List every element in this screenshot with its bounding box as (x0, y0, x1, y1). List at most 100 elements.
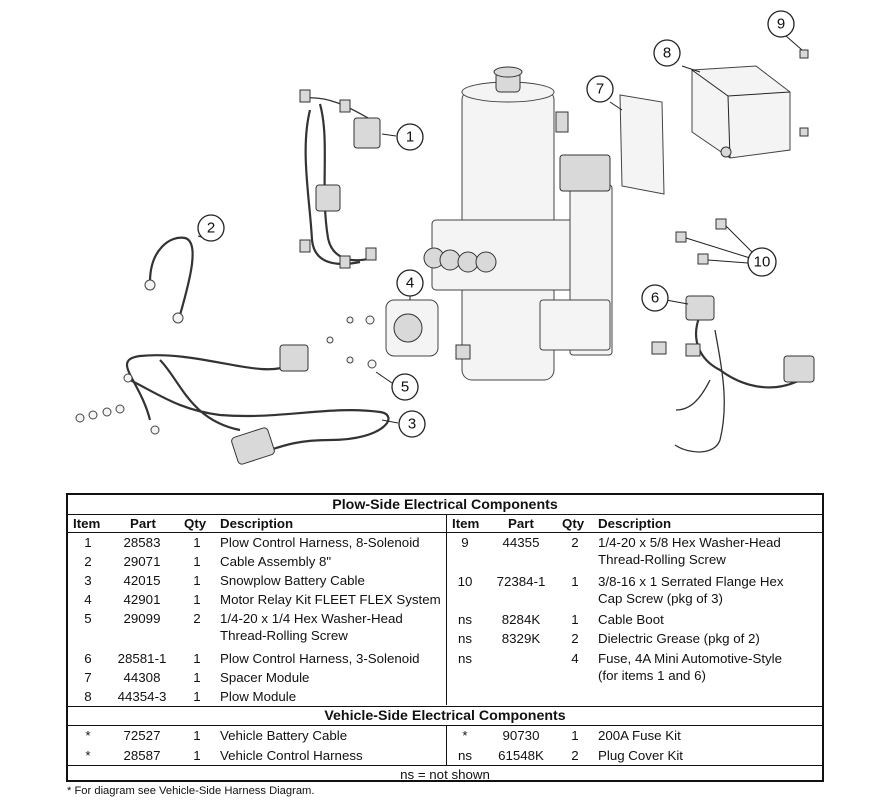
plow-side-title: Plow-Side Electrical Components (332, 497, 558, 513)
table-row-item: ns (457, 612, 473, 627)
table-row-item: 4 (84, 592, 92, 607)
table-row-part: 44355 (502, 535, 540, 550)
table-row-part: 8284K (501, 612, 541, 627)
table-row-part: 28583 (123, 535, 161, 550)
plow-harness-8-solenoid (299, 89, 381, 269)
table-row-description: 3/8-16 x 1 Serrated Flange Hex (598, 574, 784, 589)
table-row-qty: 2 (193, 611, 201, 626)
table-row-description: Dielectric Grease (pkg of 2) (598, 631, 760, 646)
table-row-part: 42015 (123, 573, 161, 588)
table-row-part: 28581-1 (117, 651, 167, 666)
table-row-part: 61548K (498, 748, 544, 763)
callout-6: 6 (641, 284, 669, 312)
callout-7: 7 (586, 75, 614, 103)
table-row-qty: 1 (193, 592, 201, 607)
plow-module (691, 65, 791, 159)
table-row-qty: 1 (193, 728, 201, 743)
table-row-qty: 1 (571, 612, 579, 627)
table-row-description: Vehicle Control Harness (220, 748, 363, 763)
table-row-qty: 1 (193, 748, 201, 763)
table-row-description: Fuse, 4A Mini Automotive-Style (598, 651, 783, 666)
table-row-description-cont: Thread-Rolling Screw (220, 628, 348, 643)
table-row-part: 72527 (123, 728, 161, 743)
table-row-description-cont: Thread-Rolling Screw (598, 552, 726, 567)
footnote: * For diagram see Vehicle-Side Harness D… (67, 785, 315, 797)
table-row-item: ns (457, 651, 473, 666)
table-row-item: * (85, 728, 91, 743)
svg-text:1: 1 (406, 129, 414, 146)
table-row-item: 9 (461, 535, 469, 550)
table-row-description: 1/4-20 x 1/4 Hex Washer-Head (220, 611, 403, 626)
svg-text:9: 9 (777, 16, 785, 33)
svg-text:3: 3 (408, 416, 416, 433)
svg-text:5: 5 (401, 379, 409, 396)
table-row-description: Snowplow Battery Cable (220, 573, 365, 588)
table-row-item: 3 (84, 573, 92, 588)
leader-lines (197, 35, 803, 424)
table-row-description: Plow Control Harness, 8-Solenoid (220, 535, 420, 550)
vehicle-side-title: Vehicle-Side Electrical Components (324, 708, 566, 724)
table-row-qty: 1 (193, 535, 201, 550)
header-part-left: Part (130, 516, 156, 531)
parts-table: Plow-Side Electrical Components Item Par… (66, 493, 824, 782)
header-item-left: Item (73, 516, 101, 531)
table-row-qty: 1 (571, 574, 579, 589)
table-row-item: * (85, 748, 91, 763)
screws (675, 49, 809, 265)
callout-9: 9 (767, 10, 795, 38)
table-row-description: 200A Fuse Kit (598, 728, 681, 743)
table-row-qty: 2 (571, 748, 579, 763)
table-row-qty: 4 (571, 651, 579, 666)
svg-text:8: 8 (663, 45, 671, 62)
table-row-description: Motor Relay Kit FLEET FLEX System (220, 592, 441, 607)
header-part-right: Part (508, 516, 534, 531)
callout-10: 10 (747, 247, 777, 277)
svg-text:4: 4 (406, 275, 414, 292)
table-row-description: Vehicle Battery Cable (220, 728, 348, 743)
table-row-description: Cable Boot (598, 612, 664, 627)
spacer-module (619, 94, 665, 195)
table-row-part: 44354-3 (117, 689, 167, 704)
svg-text:10: 10 (754, 254, 771, 271)
table-row-description: Plow Control Harness, 3-Solenoid (220, 651, 420, 666)
callout-2: 2 (197, 214, 225, 242)
table-row-item: 1 (84, 535, 92, 550)
snowplow-battery-cable (75, 344, 390, 465)
table-row-qty: 1 (193, 573, 201, 588)
not-shown-legend: ns = not shown (400, 767, 490, 782)
table-row-qty: 2 (571, 535, 579, 550)
header-description-left: Description (220, 516, 294, 531)
table-row-item: 7 (84, 670, 92, 685)
table-row-qty: 1 (193, 651, 201, 666)
table-row-part: 29071 (123, 554, 161, 569)
table-row-item: 5 (84, 611, 92, 626)
table-row-description: Plow Module (220, 689, 297, 704)
table-row-part: 44308 (123, 670, 161, 685)
callout-4: 4 (396, 269, 424, 297)
table-row-item: ns (457, 631, 473, 646)
callout-5: 5 (391, 373, 419, 401)
table-row-description: Spacer Module (220, 670, 310, 685)
svg-text:2: 2 (207, 220, 215, 237)
table-row-part: 72384-1 (496, 574, 546, 589)
table-row-description: Plug Cover Kit (598, 748, 683, 763)
cable-assembly (144, 236, 194, 324)
header-description-right: Description (598, 516, 672, 531)
table-row-qty: 1 (193, 689, 201, 704)
table-row-part: 28587 (123, 748, 161, 763)
plow-harness-3-solenoid (651, 295, 815, 453)
table-row-part: 8329K (501, 631, 541, 646)
table-row-qty: 1 (571, 728, 579, 743)
callout-1: 1 (396, 123, 424, 151)
table-row-description-cont: Cap Screw (pkg of 3) (598, 591, 723, 606)
table-row-qty: 1 (193, 670, 201, 685)
table-row-description: 1/4-20 x 5/8 Hex Washer-Head (598, 535, 781, 550)
table-row-part: 42901 (123, 592, 161, 607)
table-row-part: 29099 (123, 611, 161, 626)
table-row-description-cont: (for items 1 and 6) (598, 668, 706, 683)
svg-text:7: 7 (596, 81, 604, 98)
table-row-item: 6 (84, 651, 92, 666)
table-row-item: ns (457, 748, 473, 763)
exploded-parts-diagram: 1 2 3 4 5 6 7 8 9 10 (75, 10, 815, 465)
motor-relay (326, 299, 439, 369)
